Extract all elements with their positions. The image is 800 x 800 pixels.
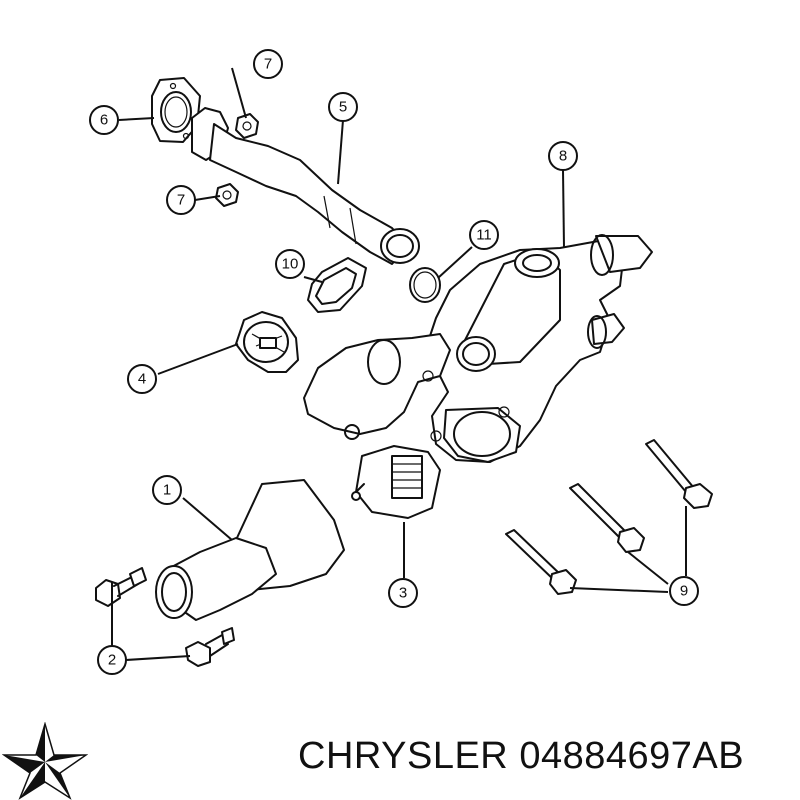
callout-3-label: 3 [399,585,407,602]
callout-1: 1 [152,475,182,505]
callout-2: 2 [97,645,127,675]
callout-7-top-label: 7 [264,56,272,73]
callout-6-label: 6 [100,112,108,129]
brand-name: CHRYSLER [298,735,509,777]
part-6-gasket [151,77,201,143]
part-7-nut-lower [215,183,239,207]
part-4-thermostat [235,311,299,373]
part-1-outlet [155,479,345,621]
callout-10: 10 [275,249,305,279]
callout-1-label: 1 [163,482,171,499]
callout-11-label: 11 [476,227,492,244]
callout-3: 3 [388,578,418,608]
part-10-gasket [307,257,367,313]
callout-8-label: 8 [559,148,567,165]
chrysler-pentastar-icon [2,722,88,800]
part-7-nut-upper [235,113,259,139]
part-11-o-ring [409,267,441,303]
callout-5-label: 5 [339,99,347,116]
callout-7-lower-label: 7 [177,192,185,209]
callout-6: 6 [89,105,119,135]
callout-7-top: 7 [253,49,283,79]
part-5-pipe [191,107,420,265]
callout-8: 8 [548,141,578,171]
leader-lines [111,67,687,661]
callout-4: 4 [127,364,157,394]
callout-11: 11 [469,220,499,250]
callout-5: 5 [328,92,358,122]
part-3-thermostat [351,445,441,519]
callout-4-label: 4 [138,371,146,388]
part-number: 04884697AB [519,735,745,777]
footer-part-label: CHRYSLER 04884697AB [298,735,744,778]
callout-2-label: 2 [108,652,116,669]
part-9-bolt-a [645,439,713,509]
part-2-bolt-upper [95,567,147,607]
part-9-bolt-c [505,529,577,595]
callout-9: 9 [669,576,699,606]
part-2-bolt-lower [185,627,235,667]
part-9-bolt-b [569,483,645,553]
part-8-housing [303,234,653,463]
callout-10-label: 10 [282,256,299,273]
callout-9-label: 9 [680,583,688,600]
callout-7-lower: 7 [166,185,196,215]
